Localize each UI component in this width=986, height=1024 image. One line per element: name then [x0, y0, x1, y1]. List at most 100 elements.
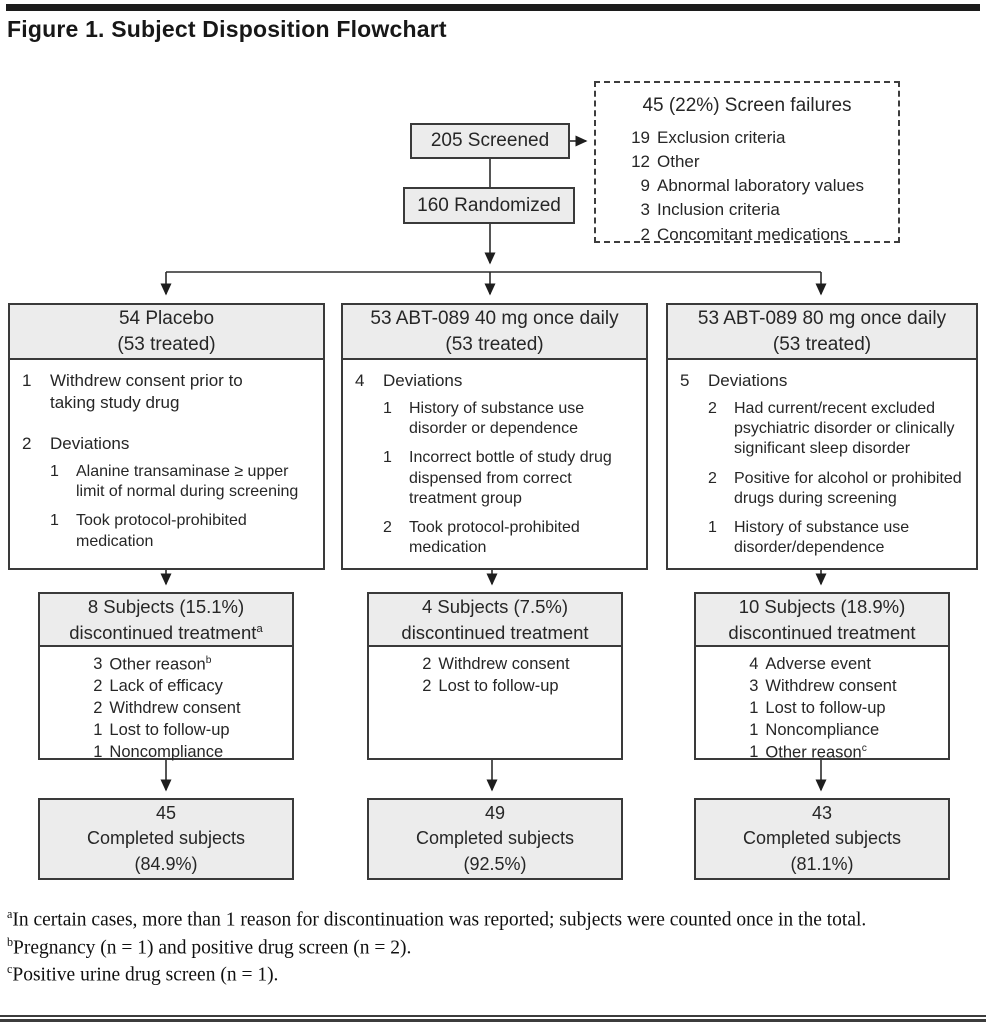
count: 12 [631, 152, 650, 172]
discontinued-count: 10 Subjects (18.9%) [738, 595, 906, 617]
screened-label: 205 Screened [430, 130, 550, 151]
count: 1 [383, 399, 392, 417]
label: Took protocol-prohibited medication [76, 512, 247, 550]
discontinued-header: 10 Subjects (18.9%) discontinued treatme… [694, 592, 950, 647]
label: Abnormal laboratory values [657, 176, 864, 196]
count: 4 [749, 655, 759, 673]
label: Lost to follow-up [438, 676, 559, 695]
label: Incorrect bottle of study drug dispensed… [409, 449, 612, 507]
bottom-rule [0, 1015, 986, 1022]
group-title: 54 Placebo [118, 307, 215, 329]
randomized-box: 160 Randomized [403, 187, 575, 224]
deviation-item: 1 Took protocol-prohibited medication [10, 511, 323, 552]
label: Other reasonc [765, 742, 867, 762]
count: 1 [22, 371, 32, 390]
discontinued-count: 4 Subjects (7.5%) [421, 595, 568, 617]
completed-pct: (92.5%) [463, 853, 527, 874]
group-treated: (53 treated) [445, 333, 544, 355]
column-placebo: 54 Placebo (53 treated) 1 Withdrew consen… [8, 303, 325, 570]
label: Lost to follow-up [109, 721, 230, 740]
label: Had current/recent excluded psychiatric … [734, 399, 955, 458]
discontinued-header: 4 Subjects (7.5%) discontinued treatment [367, 592, 623, 647]
label: Inclusion criteria [657, 200, 780, 220]
count: 1 [708, 519, 717, 537]
discontinued-label: discontinued treatment [401, 621, 589, 643]
completed-pct: (81.1%) [790, 853, 854, 874]
label: Concomitant medications [657, 224, 848, 244]
completed-count: 49 [484, 802, 506, 823]
count: 2 [22, 434, 32, 454]
completed-pct: (84.9%) [134, 853, 198, 874]
count: 2 [93, 677, 103, 696]
label: Lost to follow-up [765, 698, 886, 717]
discontinue-reason-item: 1 Other reasonc [747, 742, 896, 764]
completed-box-abt089-40mg: 49 Completed subjects (92.5%) [367, 798, 623, 880]
label: Noncompliance [109, 743, 224, 762]
count: 1 [749, 698, 759, 717]
label: Withdrew consent [765, 676, 897, 695]
count: 2 [708, 469, 717, 487]
randomized-label: 160 Randomized [417, 194, 561, 216]
group-treated: (53 treated) [772, 333, 872, 355]
deviation-item: 1 Withdrew consent prior to taking study … [10, 370, 323, 413]
discontinue-reason-item: 1 Noncompliance [91, 742, 240, 764]
count: 1 [93, 743, 103, 762]
group-header-box: 53 ABT-089 40 mg once daily (53 treated) [341, 303, 648, 360]
group-treated: (53 treated) [117, 333, 216, 355]
count: 1 [749, 742, 759, 761]
screen-failure-item: 12 Other [626, 150, 898, 174]
discontinued-label: discontinued treatment [728, 621, 916, 643]
column-abt089-40mg: 53 ABT-089 40 mg once daily (53 treated)… [341, 303, 648, 570]
deviation-item: 2 Deviations [10, 433, 323, 455]
count: 5 [680, 371, 690, 390]
group-title: 53 ABT-089 80 mg once daily [697, 307, 947, 329]
count: 1 [50, 512, 59, 530]
count: 1 [383, 449, 392, 467]
label: Other reasonb [109, 655, 212, 674]
label: Exclusion criteria [657, 128, 786, 147]
discontinued-box-abt089-40mg: 4 Subjects (7.5%) discontinued treatment… [367, 592, 623, 760]
label: Alanine transaminase ≥ upper limit of no… [76, 462, 299, 501]
group-title: 53 ABT-089 40 mg once daily [370, 307, 619, 329]
completed-count: 45 [155, 802, 177, 823]
completed-count: 43 [811, 802, 833, 823]
group-header-box: 54 Placebo (53 treated) [8, 303, 325, 360]
label: Positive for alcohol or prohibited drugs… [734, 469, 962, 507]
count: 3 [749, 676, 759, 695]
group-deviations-box: 1 Withdrew consent prior to taking study … [8, 360, 325, 570]
discontinue-reason-item: 3 Withdrew consent [747, 676, 896, 698]
label: Withdrew consent [109, 699, 241, 718]
label: Withdrew consent prior to taking study d… [50, 371, 243, 412]
footnote-c: cPositive urine drug screen (n = 1). [7, 962, 279, 986]
label: Deviations [50, 434, 130, 454]
discontinue-reason-item: 1 Lost to follow-up [747, 698, 896, 720]
discontinued-label: discontinued treatmenta [69, 621, 263, 643]
screen-failure-item: 9 Abnormal laboratory values [626, 174, 898, 198]
top-rule [6, 4, 980, 11]
label: Other [657, 152, 700, 172]
count: 9 [640, 176, 650, 196]
completed-label: Completed subjects [415, 828, 575, 849]
